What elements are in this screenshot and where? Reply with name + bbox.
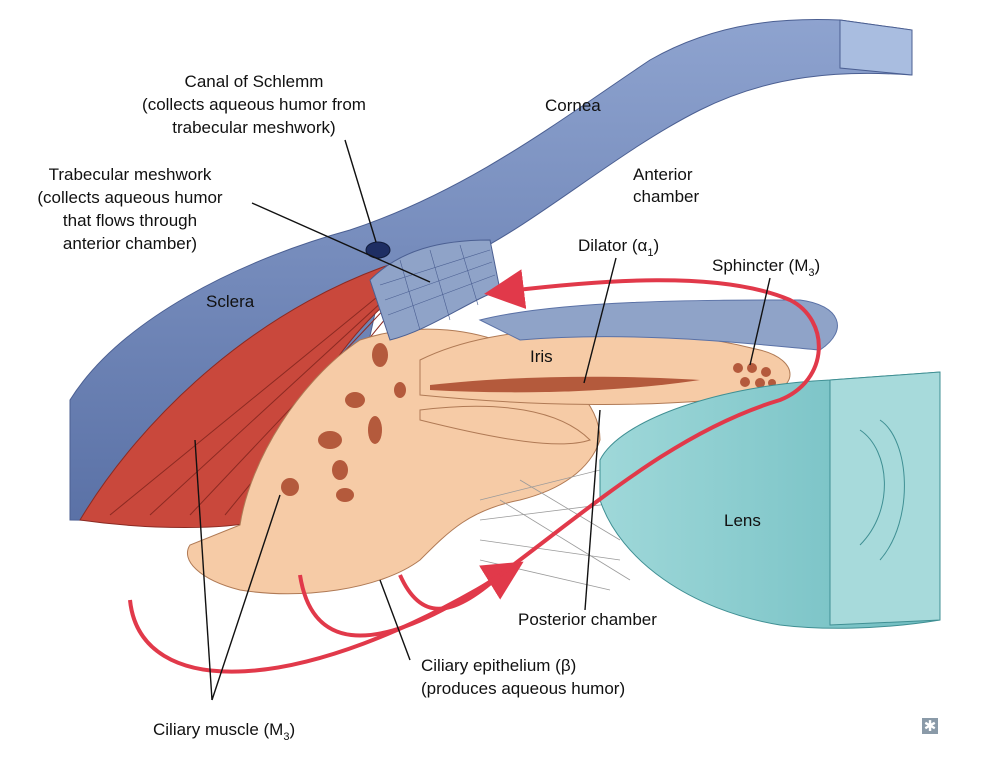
label-dilator: Dilator (α1) xyxy=(578,236,659,259)
leader-lines xyxy=(194,139,771,701)
svg-text:Trabecular meshwork: Trabecular meshwork xyxy=(49,165,212,184)
label-sphincter: Sphincter (M3) xyxy=(712,256,820,279)
svg-text:Anterior: Anterior xyxy=(633,165,693,184)
label-anterior-chamber: Anterior chamber xyxy=(633,165,699,206)
label-posterior-chamber: Posterior chamber xyxy=(518,610,657,629)
svg-text:(collects aqueous humor from: (collects aqueous humor from xyxy=(142,95,366,114)
svg-text:(produces aqueous humor): (produces aqueous humor) xyxy=(421,679,625,698)
lens-shape xyxy=(599,371,941,629)
svg-text:that flows through: that flows through xyxy=(63,211,197,230)
label-canal-of-schlemm: Canal of Schlemm (collects aqueous humor… xyxy=(142,72,366,137)
svg-text:chamber: chamber xyxy=(633,187,699,206)
label-cornea: Cornea xyxy=(545,96,601,115)
canal-of-schlemm-shape xyxy=(365,241,391,259)
label-ciliary-muscle: Ciliary muscle (M3) xyxy=(153,720,295,743)
label-ciliary-epithelium: Ciliary epithelium (β) (produces aqueous… xyxy=(421,656,625,698)
svg-text:Ciliary epithelium (β): Ciliary epithelium (β) xyxy=(421,656,576,675)
svg-text:trabecular meshwork): trabecular meshwork) xyxy=(172,118,335,137)
svg-text:Canal of Schlemm: Canal of Schlemm xyxy=(185,72,324,91)
svg-text:anterior chamber): anterior chamber) xyxy=(63,234,197,253)
label-iris: Iris xyxy=(530,347,553,366)
label-sclera: Sclera xyxy=(206,292,255,311)
iris-posterior-surface xyxy=(478,299,838,351)
vessel-blotches xyxy=(281,343,406,502)
svg-text:(collects aqueous humor: (collects aqueous humor xyxy=(37,188,223,207)
label-lens: Lens xyxy=(724,511,761,530)
asterisk-icon: ✱ xyxy=(922,717,938,735)
label-trabecular-meshwork: Trabecular meshwork (collects aqueous hu… xyxy=(37,165,223,253)
aqueous-flow-arrows xyxy=(128,269,821,674)
